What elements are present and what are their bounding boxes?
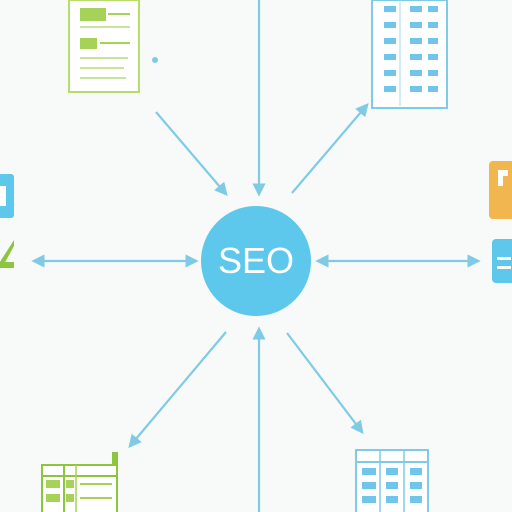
arrow-bottom-right: [286, 332, 364, 435]
bottom-left-spreadsheet-icon: [41, 452, 118, 512]
left-edge-icon: [0, 174, 14, 268]
arrow-bottom-left: [128, 331, 227, 449]
seo-hub-circle: [201, 206, 311, 316]
arrow-top-right: [291, 102, 369, 194]
top-left-document-icon: [68, 0, 158, 93]
bottom-right-spreadsheet-icon: [355, 449, 429, 512]
right-edge-icon: [489, 161, 512, 283]
top-right-spreadsheet-icon: [371, 0, 448, 109]
connector-arrows: [31, 0, 481, 512]
arrow-top-left: [155, 111, 228, 197]
